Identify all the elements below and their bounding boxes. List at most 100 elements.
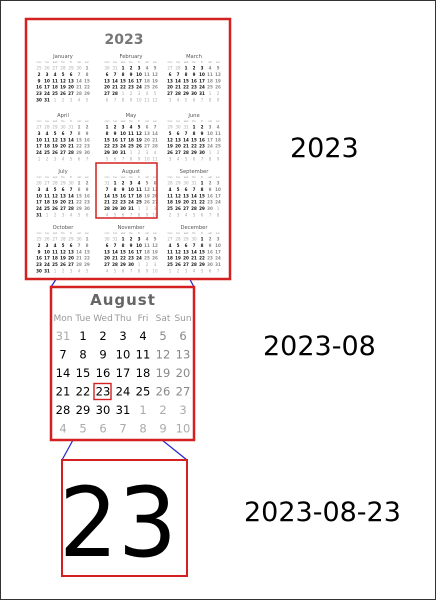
mini-day: 1: [54, 98, 57, 103]
mini-day: 12: [52, 193, 58, 198]
mini-day: 15: [76, 193, 82, 198]
mini-day: 10: [144, 157, 150, 162]
mini-day: 4: [217, 125, 220, 130]
mini-weekday: thu: [192, 176, 196, 179]
mini-day: 24: [136, 256, 142, 261]
mini-day: 23: [207, 256, 213, 261]
mini-day: 11: [136, 187, 142, 192]
mini-day: 1: [217, 206, 220, 211]
mini-day: 26: [152, 85, 158, 90]
mini-day: 21: [152, 137, 158, 142]
month-day: 8: [139, 422, 146, 436]
mini-weekday: thu: [192, 232, 196, 235]
mini-day: 29: [68, 66, 74, 71]
mini-day: 6: [185, 243, 188, 248]
mini-day: 4: [54, 243, 57, 248]
mini-day: 13: [167, 78, 173, 83]
mini-day: 25: [144, 256, 150, 261]
mini-day: 5: [54, 131, 57, 136]
mini-day: 4: [78, 269, 81, 274]
month-day: 18: [136, 366, 151, 380]
mini-day: 8: [138, 269, 141, 274]
mini-day: 2: [62, 269, 65, 274]
mini-weekday: mon: [105, 61, 110, 64]
mini-day: 7: [201, 157, 204, 162]
mini-day: 21: [191, 200, 197, 205]
mini-day: 5: [154, 91, 157, 96]
mini-day: 19: [60, 256, 66, 261]
month-day: 26: [156, 385, 171, 399]
mini-day: 30: [84, 206, 90, 211]
mini-day: 14: [68, 137, 74, 142]
mini-day: 28: [167, 181, 173, 186]
mini-day: 2: [169, 213, 172, 218]
mini-weekday: mon: [37, 61, 42, 64]
mini-weekday: thu: [129, 176, 133, 179]
mini-day: 10: [120, 131, 126, 136]
mini-day: 19: [144, 193, 150, 198]
mini-day: 16: [36, 256, 42, 261]
mini-day: 27: [52, 237, 58, 242]
mini-day: 10: [36, 137, 42, 142]
mini-day: 10: [215, 243, 221, 248]
mini-day: 3: [201, 66, 204, 71]
mini-day: 27: [104, 91, 110, 96]
mini-day: 7: [209, 213, 212, 218]
mini-day: 1: [38, 157, 41, 162]
mini-day: 29: [68, 237, 74, 242]
mini-weekday: sat: [208, 120, 211, 123]
mini-day: 12: [136, 131, 142, 136]
mini-day: 5: [78, 213, 81, 218]
mini-day: 15: [199, 249, 205, 254]
mini-day: 10: [136, 98, 142, 103]
mini-day: 2: [217, 150, 220, 155]
mini-day: 8: [106, 131, 109, 136]
mini-day: 26: [136, 144, 142, 149]
month-day: 15: [76, 366, 91, 380]
mini-day: 5: [54, 187, 57, 192]
mini-day: 20: [167, 85, 173, 90]
mini-day: 23: [207, 200, 213, 205]
mini-month-name: January: [52, 54, 73, 60]
mini-day: 17: [207, 137, 213, 142]
mini-day: 13: [175, 137, 181, 142]
mini-day: 29: [175, 181, 181, 186]
mini-weekday: thu: [61, 120, 65, 123]
month-day: 27: [176, 385, 191, 399]
mini-day: 2: [130, 66, 133, 71]
mini-day: 20: [104, 85, 110, 90]
mini-day: 2: [177, 269, 180, 274]
mini-day: 30: [112, 150, 118, 155]
mini-day: 17: [36, 200, 42, 205]
mini-day: 1: [54, 269, 57, 274]
mini-month-name: July: [57, 169, 67, 175]
mini-day: 28: [152, 144, 158, 149]
mini-weekday: sat: [145, 176, 148, 179]
mini-day: 13: [68, 249, 74, 254]
mini-day: 18: [44, 200, 50, 205]
mini-day: 4: [146, 91, 149, 96]
mini-day: 11: [52, 78, 58, 83]
mini-weekday: sun: [216, 232, 221, 235]
month-day: 7: [59, 348, 66, 362]
mini-day: 29: [167, 125, 173, 130]
mini-day: 6: [106, 243, 109, 248]
mini-day: 2: [38, 72, 41, 77]
mini-weekday: sun: [216, 61, 221, 64]
mini-day: 1: [185, 66, 188, 71]
mini-day: 5: [86, 269, 89, 274]
month-calendar-border: [49, 285, 196, 442]
mini-day: 11: [144, 98, 150, 103]
year-calendar-august-highlight: [95, 162, 158, 219]
mini-day: 3: [122, 125, 125, 130]
mini-day: 4: [106, 213, 109, 218]
mini-weekday: fri: [138, 61, 141, 64]
mini-day: 15: [84, 78, 90, 83]
mini-day: 11: [44, 193, 50, 198]
